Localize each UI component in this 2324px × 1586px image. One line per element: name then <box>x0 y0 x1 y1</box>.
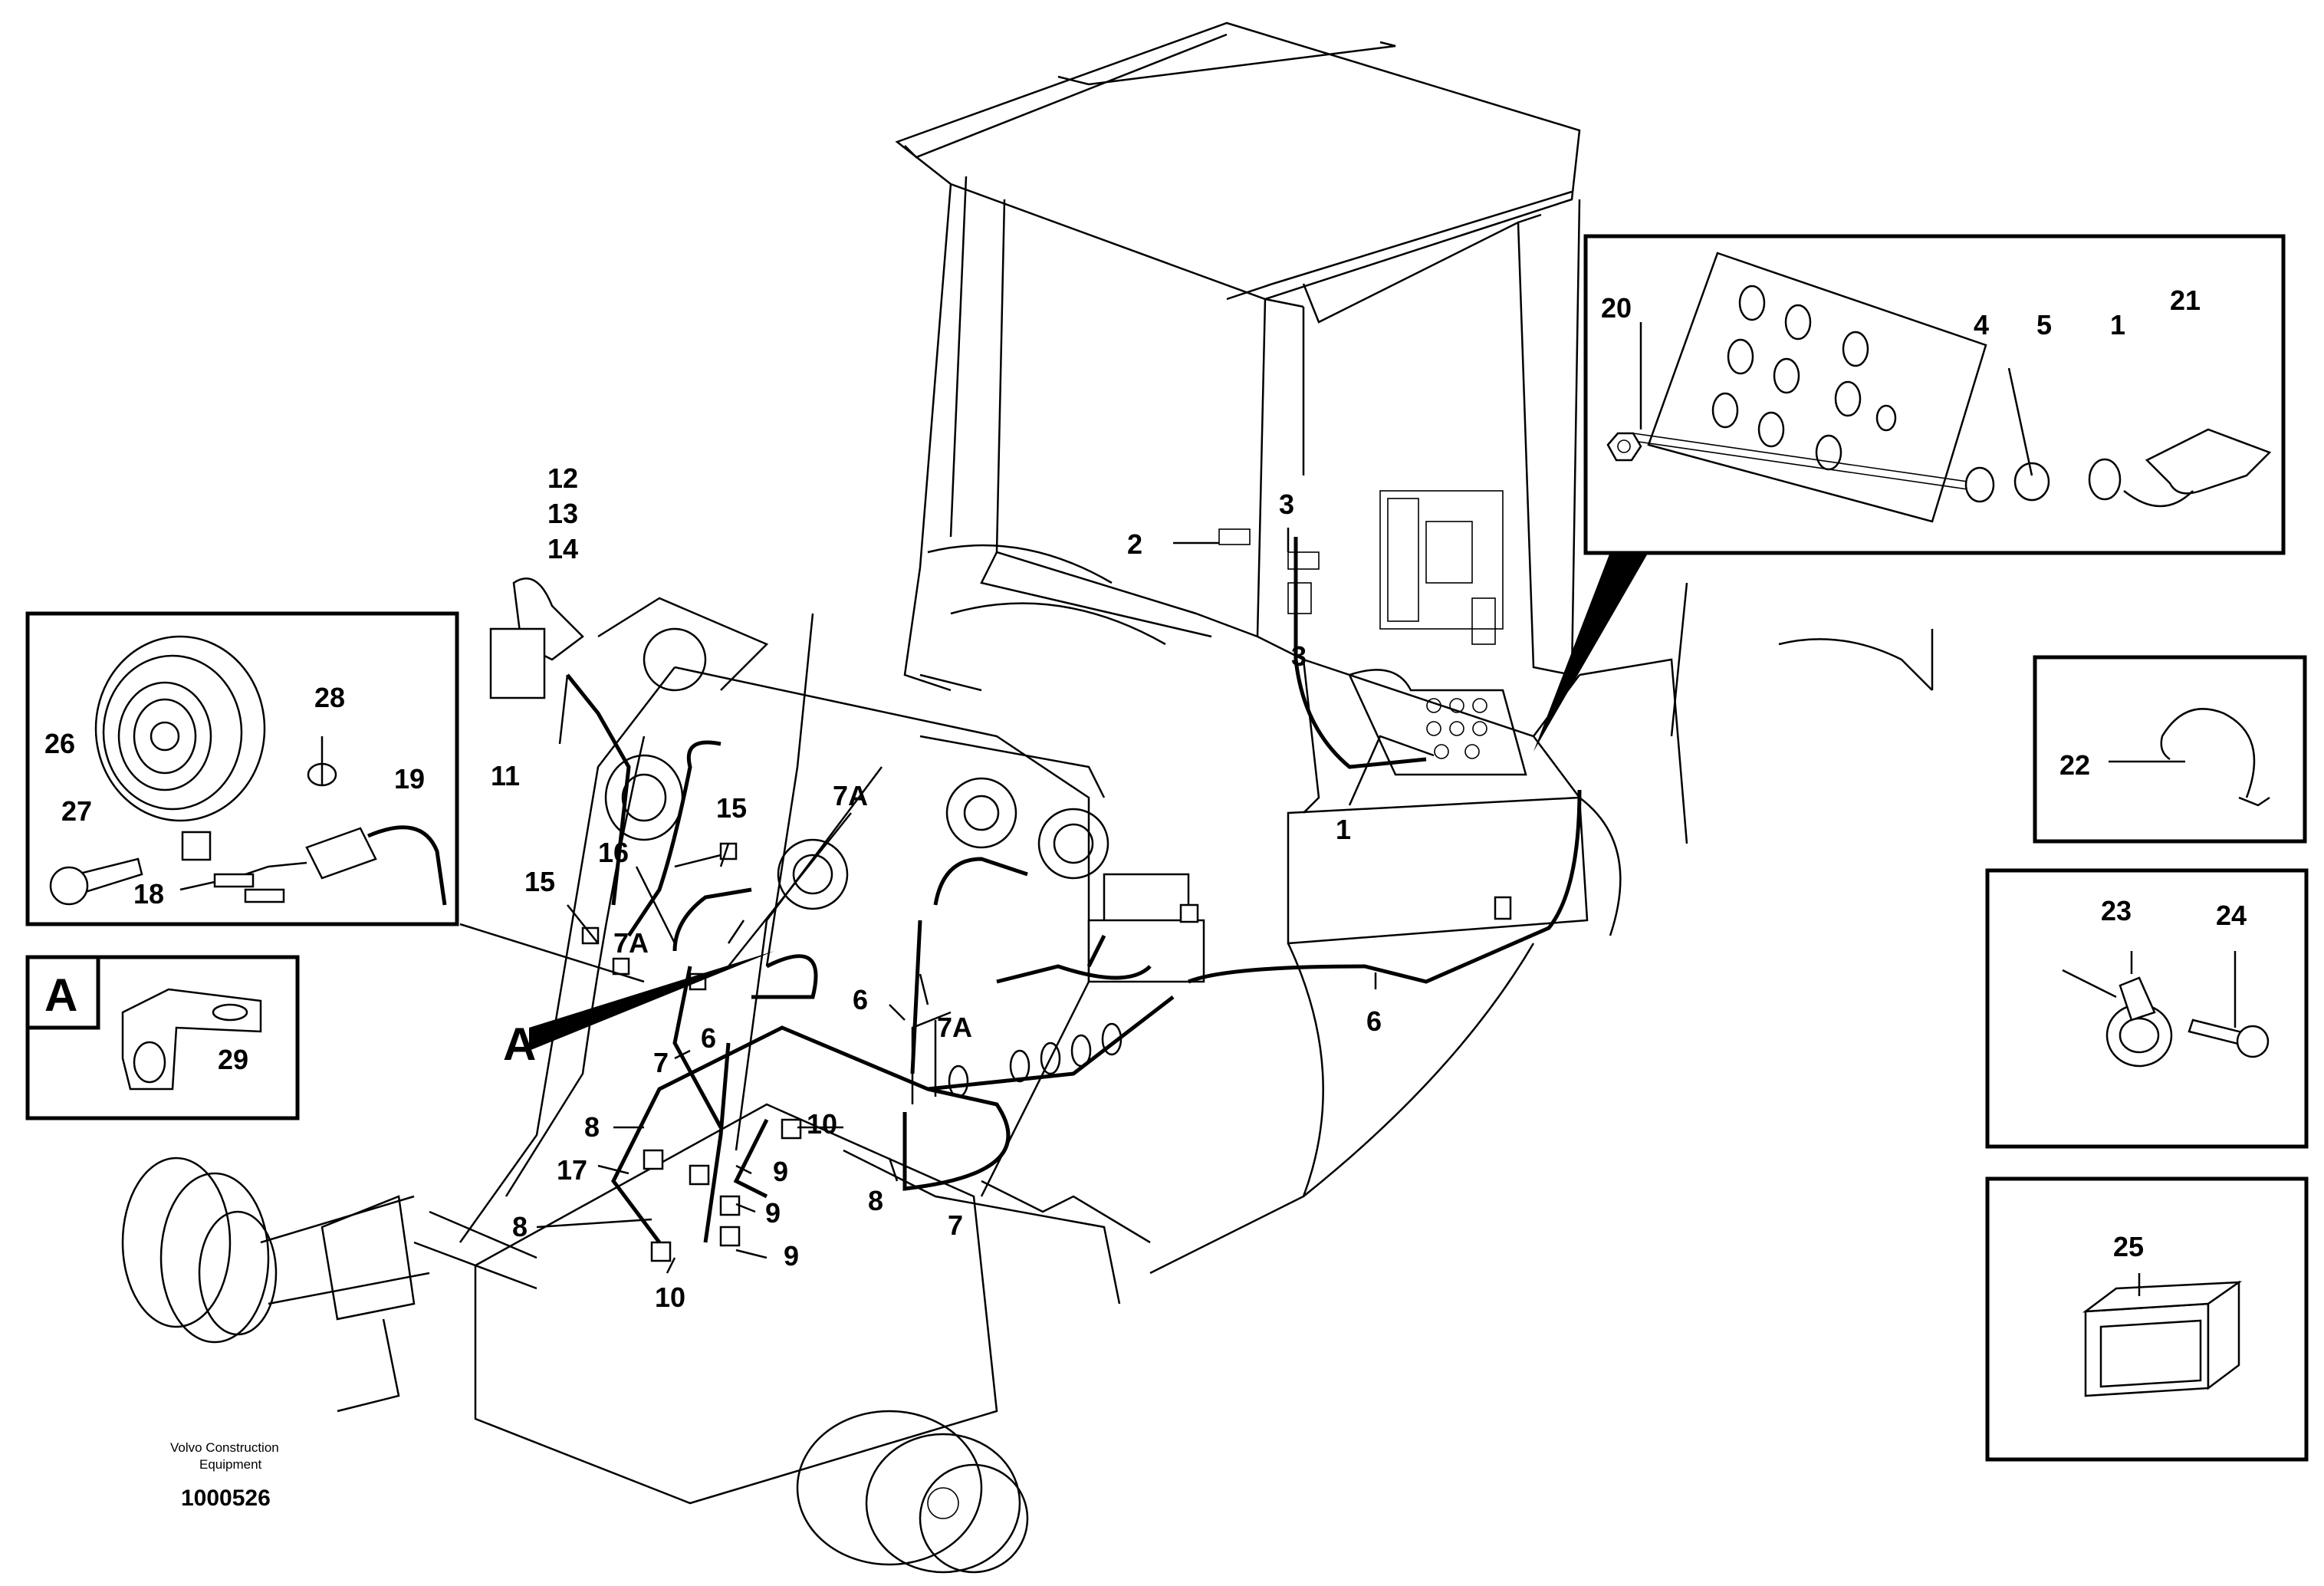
callout-4: 4 <box>1974 309 1989 341</box>
callout-9-b: 9 <box>765 1197 781 1229</box>
callout-12: 12 <box>547 462 578 494</box>
callout-8-left: 8 <box>512 1211 528 1242</box>
callout-7a-left: 7A <box>613 927 649 959</box>
callout-1-cab: 1 <box>1336 814 1351 845</box>
callout-9-a: 9 <box>773 1156 788 1187</box>
callout-29: 29 <box>218 1044 248 1075</box>
callout-7a-center: 7A <box>937 1012 972 1043</box>
callout-18: 18 <box>133 878 164 910</box>
callout-6-center: 6 <box>853 984 868 1015</box>
callout-10-center: 10 <box>807 1108 837 1140</box>
callout-14: 14 <box>547 533 578 564</box>
callout-15-left: 15 <box>524 866 555 897</box>
callout-5: 5 <box>2036 309 2052 341</box>
company-name-line2: Equipment <box>199 1457 262 1472</box>
frame-and-axle-drawing <box>121 577 1205 1574</box>
callout-9-c: 9 <box>784 1240 799 1272</box>
callout-6-left: 6 <box>701 1022 716 1054</box>
callout-8-mid: 8 <box>584 1111 600 1143</box>
callout-6-right: 6 <box>1366 1005 1382 1037</box>
callout-26: 26 <box>44 728 75 759</box>
callout-labels: 2 3 3 1 6 6 7A 10 8 7 9 9 9 10 8 17 8 7 … <box>44 285 2247 1313</box>
callout-23: 23 <box>2101 895 2132 926</box>
callout-7a-top: 7A <box>833 780 868 811</box>
callout-1-detail: 1 <box>2110 309 2125 341</box>
callout-25: 25 <box>2113 1231 2144 1262</box>
callout-7-left: 7 <box>653 1047 669 1078</box>
detail-box-clamp <box>2033 655 2307 844</box>
callout-3-lower: 3 <box>1291 640 1307 672</box>
callout-16: 16 <box>598 837 629 868</box>
callout-17: 17 <box>557 1154 587 1186</box>
detail-box-clip <box>1985 868 2309 1149</box>
callout-20: 20 <box>1601 292 1632 324</box>
cab-drawing <box>895 21 1934 1275</box>
drawing-number: 1000526 <box>181 1486 271 1511</box>
detail-a-label-left: A <box>44 969 77 1021</box>
callout-8-center: 8 <box>868 1185 883 1216</box>
callout-28: 28 <box>314 682 345 713</box>
detail-box-horn <box>25 611 459 926</box>
detail-box-a <box>25 955 300 1120</box>
callout-13: 13 <box>547 498 578 529</box>
detail-box-sleeve <box>1985 1176 2309 1462</box>
callout-7-center: 7 <box>948 1209 963 1241</box>
callout-21: 21 <box>2170 285 2201 316</box>
company-name-line1: Volvo Construction <box>170 1440 279 1455</box>
callout-3-upper: 3 <box>1279 489 1294 520</box>
footer: Volvo Construction Equipment 1000526 <box>170 1440 279 1511</box>
detail-a-label-pointer: A <box>503 1018 536 1070</box>
leader-lines <box>459 528 1648 1274</box>
detail-box-connector <box>1583 234 2286 555</box>
callout-22: 22 <box>2059 749 2090 781</box>
callout-2: 2 <box>1127 528 1142 560</box>
callout-19: 19 <box>394 763 425 795</box>
callout-10-bottom: 10 <box>655 1282 685 1313</box>
callout-11: 11 <box>491 760 520 791</box>
wiring-harness <box>566 537 1582 1262</box>
callout-27: 27 <box>61 795 92 827</box>
callout-24: 24 <box>2216 900 2247 931</box>
callout-15-right: 15 <box>716 792 747 824</box>
